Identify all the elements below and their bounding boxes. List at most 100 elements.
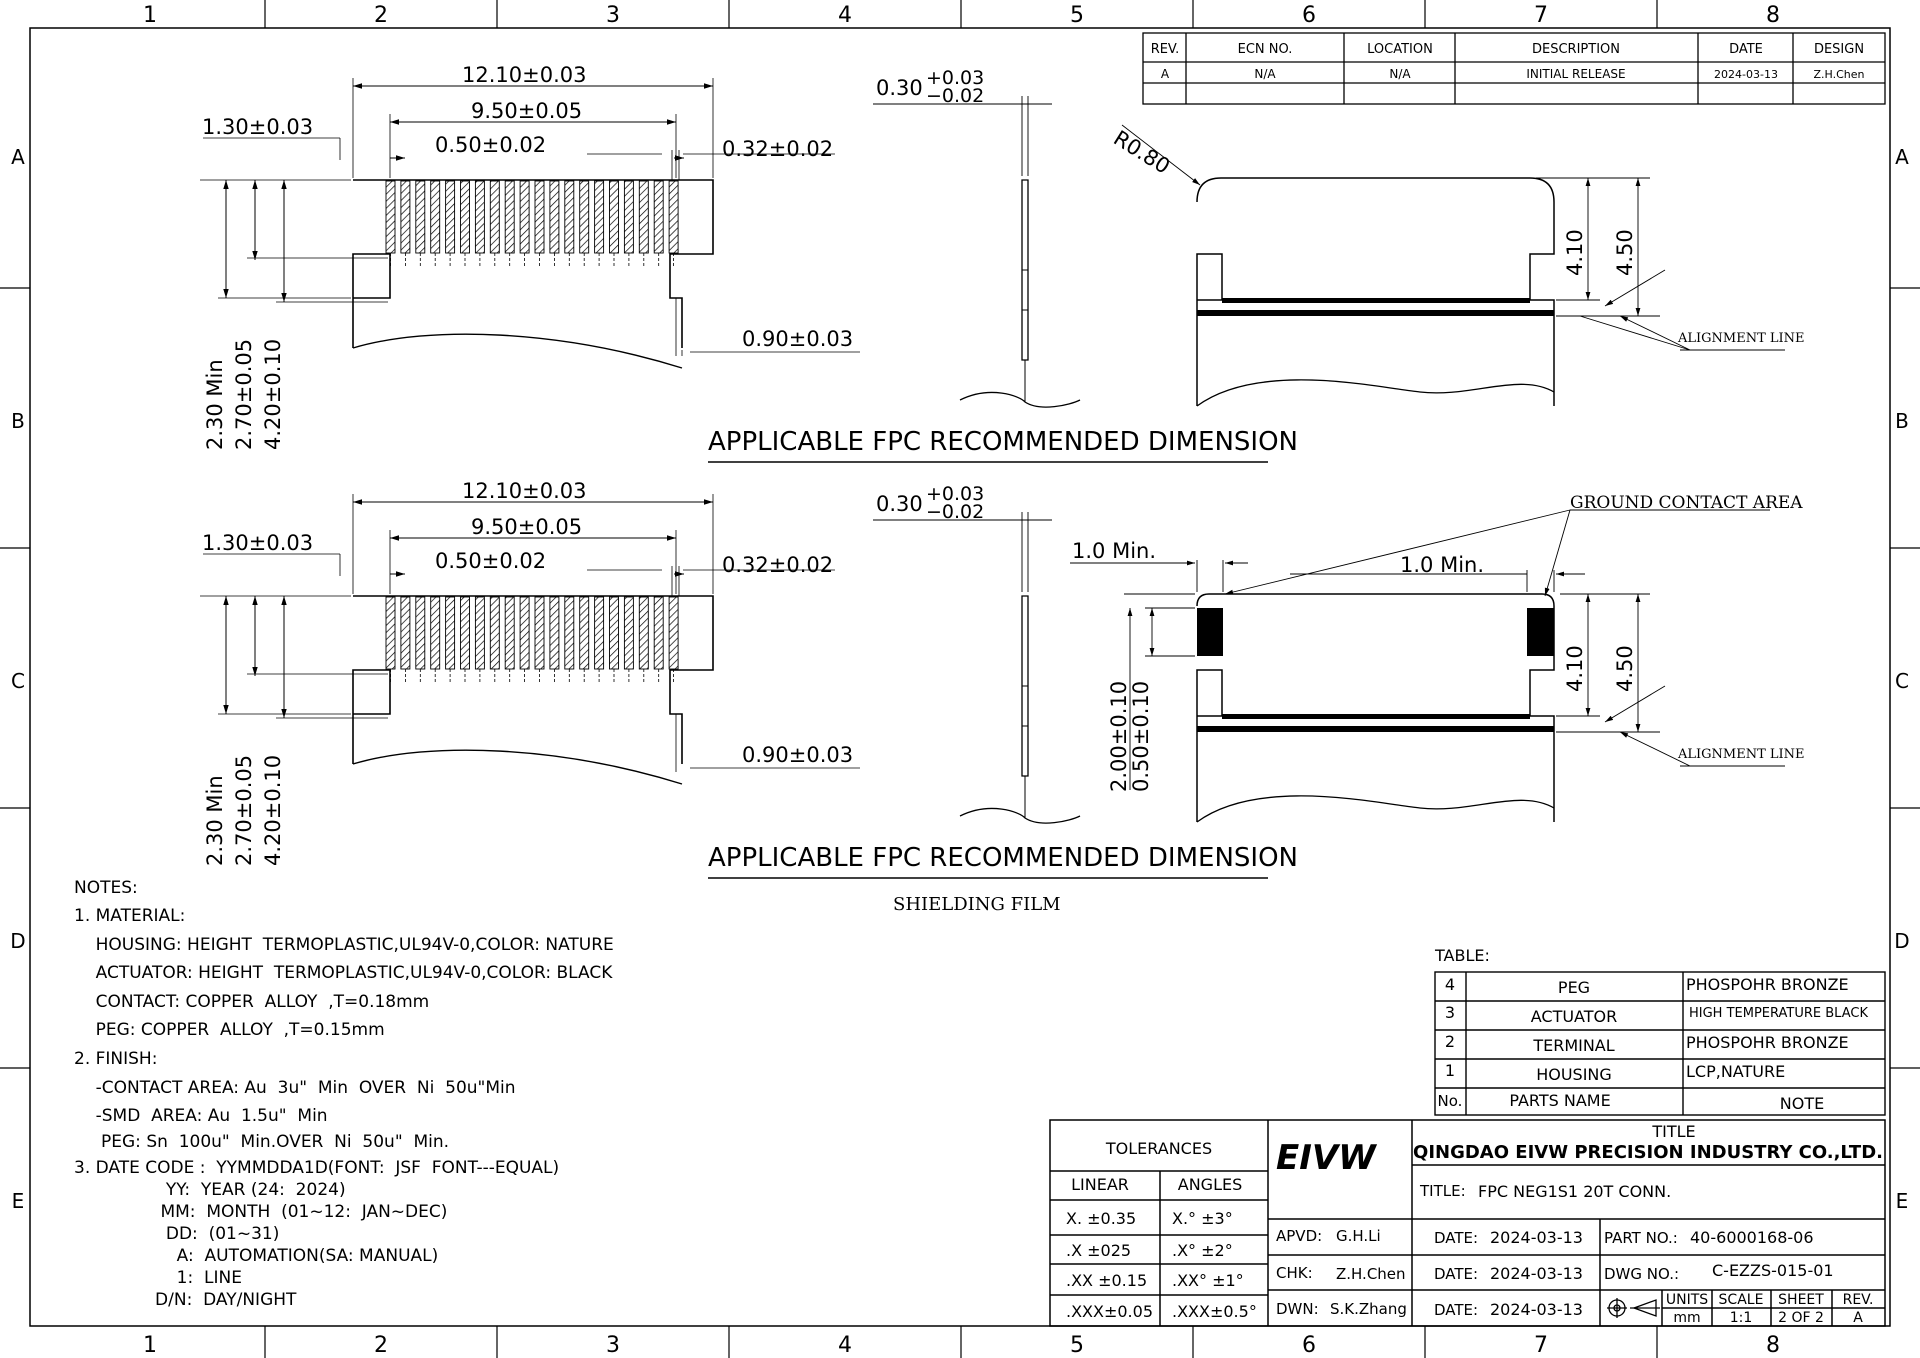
contact-pin: [474, 180, 485, 254]
notes-line: 2. FINISH:: [74, 1049, 158, 1069]
radius-label: R0.80: [1109, 126, 1174, 179]
rev-value-tb: A: [1853, 1310, 1863, 1326]
thickness-base-top: 0.30: [876, 76, 923, 100]
contact-pin: [668, 596, 679, 670]
dim-edge-bottom: 1.30±0.03: [202, 531, 313, 555]
dim-span-top: 9.50±0.05: [471, 99, 582, 123]
notes-line: ACTUATOR: HEIGHT TERMOPLASTIC,UL94V-0,CO…: [74, 963, 613, 983]
parts-header-no: No.: [1438, 1092, 1463, 1110]
contact-pin: [430, 596, 441, 670]
notes-line: A: AUTOMATION(SA: MANUAL): [74, 1246, 439, 1266]
rev-header: REV.: [1151, 42, 1180, 57]
row-label: A: [11, 145, 25, 169]
bottom-pin-row: [385, 596, 679, 683]
thickness-base-bottom: 0.30: [876, 492, 923, 516]
dim-410-top: 4.10: [1563, 229, 1587, 276]
tol-linear: X. ±0.35: [1066, 1209, 1136, 1228]
ground-pad-left: [1197, 608, 1223, 656]
contact-pin: [549, 180, 560, 254]
thickness-minus-top: −0.02: [926, 85, 984, 107]
notes-line: 3. DATE CODE : YYMMDDA1D(FONT: JSF FONT-…: [74, 1158, 560, 1178]
dim-h1-top: 2.30 Min: [203, 359, 227, 450]
company-logo: EIVW: [1276, 1138, 1377, 1178]
top-dimension-lines: [223, 83, 713, 302]
parts-header-note: NOTE: [1780, 1094, 1824, 1113]
top-side-profile: 0.30 +0.03 −0.02: [873, 67, 1081, 408]
dim-050: 0.50±0.10: [1129, 681, 1153, 792]
row-label: C: [1895, 669, 1909, 693]
row-label: E: [1896, 1189, 1909, 1213]
parts-no: 4: [1445, 975, 1455, 994]
contact-pin: [638, 596, 649, 670]
col-label: 3: [606, 3, 620, 28]
thickness-plus-bottom: +0.03: [926, 483, 984, 505]
notes-line: CONTACT: COPPER ALLOY ,T=0.18mm: [74, 992, 430, 1012]
top-outline-view: R0.80 4.10 4.50 ALIGNMENT LINE: [1109, 124, 1805, 407]
dim-410-bottom: 4.10: [1563, 645, 1587, 692]
tol-angle: X.° ±3°: [1172, 1209, 1233, 1228]
dim-450-top: 4.50: [1613, 229, 1637, 276]
units-header: UNITS: [1666, 1292, 1708, 1308]
title-value: FPC NEG1S1 20T CONN.: [1478, 1182, 1671, 1201]
col-label: 3: [606, 1333, 620, 1358]
row-label: D: [10, 929, 25, 953]
dim-pitch-bottom: 0.50±0.02: [435, 549, 546, 573]
dim-notch-top: 0.90±0.03: [742, 327, 853, 351]
parts-name: TERMINAL: [1532, 1036, 1614, 1055]
company-name: QINGDAO EIVW PRECISION INDUSTRY CO.,LTD.: [1413, 1142, 1883, 1163]
contact-pin: [430, 180, 441, 254]
ecn-header: ECN NO.: [1238, 42, 1293, 57]
row-label: D: [1894, 929, 1909, 953]
apvd-key: APVD:: [1276, 1227, 1322, 1245]
linear-label: LINEAR: [1071, 1175, 1129, 1194]
col-label: 8: [1766, 1333, 1780, 1358]
notes-line: -SMD AREA: Au 1.5u" Min: [74, 1106, 328, 1126]
description-header: DESCRIPTION: [1532, 42, 1620, 57]
dim-h1-bottom: 2.30 Min: [203, 775, 227, 866]
parts-name: HOUSING: [1536, 1065, 1612, 1084]
section-title: APPLICABLE FPC RECOMMENDED DIMENSION: [708, 843, 1298, 873]
contact-pin: [400, 180, 411, 254]
design-header: DESIGN: [1814, 42, 1864, 57]
contact-pin: [460, 180, 470, 254]
dim-span-bottom: 9.50±0.05: [471, 515, 582, 539]
section-title-bottom: APPLICABLE FPC RECOMMENDED DIMENSION SHI…: [708, 843, 1298, 915]
row-label: E: [12, 1189, 25, 1213]
col-label: 7: [1534, 3, 1548, 28]
location-header: LOCATION: [1367, 42, 1433, 57]
col-label: 6: [1302, 3, 1316, 28]
location-value: N/A: [1389, 67, 1411, 81]
date-value: 2024-03-13: [1490, 1264, 1583, 1283]
scale-header: SCALE: [1719, 1292, 1764, 1308]
sheet-value: 2 OF 2: [1778, 1310, 1824, 1326]
contact-pin: [519, 596, 530, 670]
parts-table: TABLE: 4 PEG 3 ACTUATOR 2 TERMINAL 1 HOU…: [1434, 946, 1886, 1116]
design-value: Z.H.Chen: [1814, 68, 1865, 81]
contact-pin: [415, 596, 426, 670]
ground-pad-right: [1527, 608, 1554, 656]
title-heading: TITLE: [1651, 1122, 1695, 1141]
top-pin-row: [385, 180, 679, 267]
table-label: TABLE:: [1434, 946, 1490, 965]
contact-pin: [534, 180, 545, 254]
date-value: 2024-03-13: [1714, 68, 1778, 81]
ground-contact-label: GROUND CONTACT AREA: [1570, 493, 1803, 513]
title-block: TOLERANCES LINEAR ANGLES X. ±0.35 X.° ±3…: [1049, 1119, 1886, 1327]
description-value: INITIAL RELEASE: [1526, 67, 1625, 81]
frame-column-labels: 1 2 3 4 5 6 7 8 1 2 3 4 5 6 7 8: [143, 3, 1780, 1358]
col-label: 5: [1070, 3, 1084, 28]
alignment-label-bottom: ALIGNMENT LINE: [1677, 747, 1805, 762]
contact-pin: [400, 596, 411, 670]
bottom-outline-view: 1.0 Min. 1.0 Min. GROUND CONTACT AREA 2.…: [1070, 493, 1805, 823]
row-label: B: [1895, 409, 1909, 433]
bottom-side-profile: 0.30 +0.03 −0.02: [873, 483, 1081, 824]
contact-pin: [460, 596, 470, 670]
tol-angle: .XXX±0.5°: [1172, 1302, 1257, 1321]
col-label: 8: [1766, 3, 1780, 28]
notes-line: YY: YEAR (24: 2024): [74, 1180, 346, 1200]
notes-line: -CONTACT AREA: Au 3u" Min OVER Ni 50u"Mi…: [74, 1078, 516, 1098]
dim-pitch-top: 0.50±0.02: [435, 133, 546, 157]
contact-pin: [579, 180, 590, 254]
